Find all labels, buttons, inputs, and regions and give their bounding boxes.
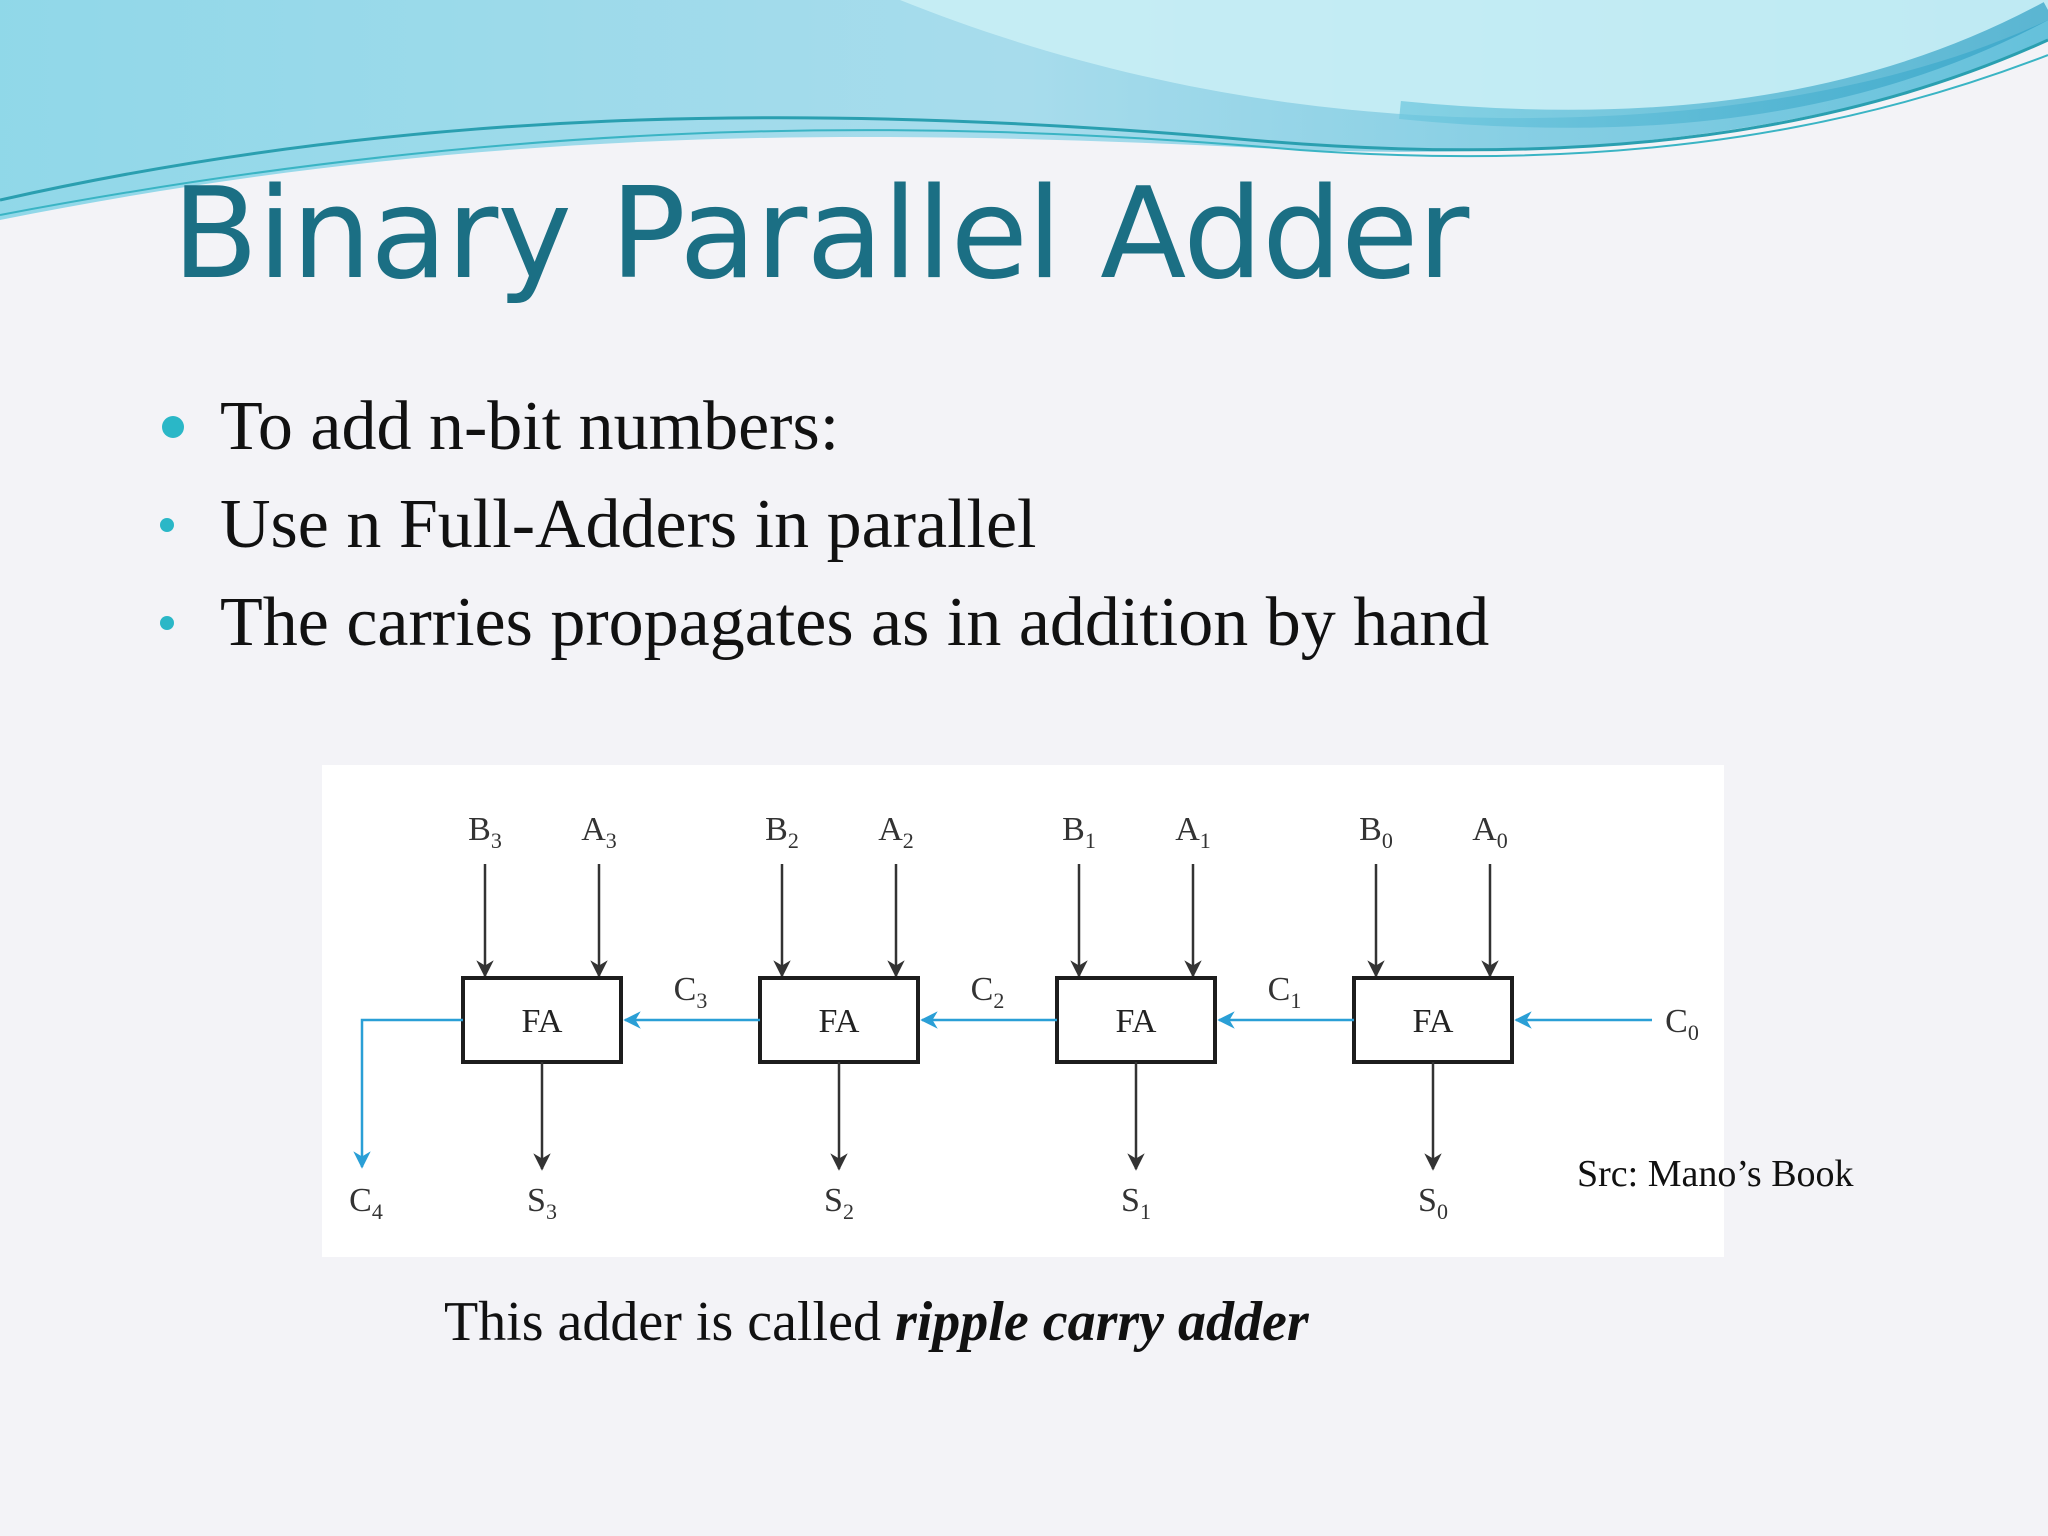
bullet-dot-icon [160,616,174,630]
slide-title: Binary Parallel Adder [172,160,1469,307]
bullet-dot-icon [162,416,184,438]
carry-label-3: C3 [674,971,708,1013]
carry-out-wire [353,1018,463,1169]
input-label-b1: B1 [1062,811,1096,853]
input-label-a1: A1 [1175,811,1211,853]
full-adder-label-0: FA [1413,1003,1454,1040]
header-wave-decoration [0,0,2048,220]
caption-prefix: This adder is called [444,1291,895,1353]
input-label-b0: B0 [1359,811,1393,853]
bullet-item: Use n Full-Adders in parallel [160,480,1860,570]
input-label-a0: A0 [1472,811,1508,853]
bullet-dot-icon [160,518,174,532]
sum-label-0: S0 [1418,1182,1448,1224]
carry-out-label: C4 [349,1182,383,1224]
sum-label-2: S2 [824,1182,854,1224]
carry-label-1: C1 [1268,971,1302,1013]
bullet-text: The carries propagates as in addition by… [220,584,1490,661]
source-note: Src: Mano’s Book [1577,1153,1854,1195]
input-label-b2: B2 [765,811,799,853]
full-adder-label-2: FA [819,1003,860,1040]
input-label-b3: B3 [468,811,502,853]
carry-in-label: C0 [1665,1003,1699,1045]
sum-label-3: S3 [527,1182,557,1224]
full-adder-label-1: FA [1116,1003,1157,1040]
caption-term: ripple carry adder [894,1291,1309,1353]
bullet-text: To add n-bit numbers: [220,388,840,465]
bullet-item: The carries propagates as in addition by… [160,578,1860,668]
carry-label-2: C2 [971,971,1005,1013]
input-label-a3: A3 [581,811,617,853]
full-adder-label-3: FA [522,1003,563,1040]
bullet-item: To add n-bit numbers: [160,382,1860,472]
input-label-a2: A2 [878,811,914,853]
bullet-text: Use n Full-Adders in parallel [220,486,1037,563]
sum-label-1: S1 [1121,1182,1151,1224]
caption: This adder is called ripple carry adder [444,1290,1309,1354]
full-adder-box-3 [461,976,623,1064]
